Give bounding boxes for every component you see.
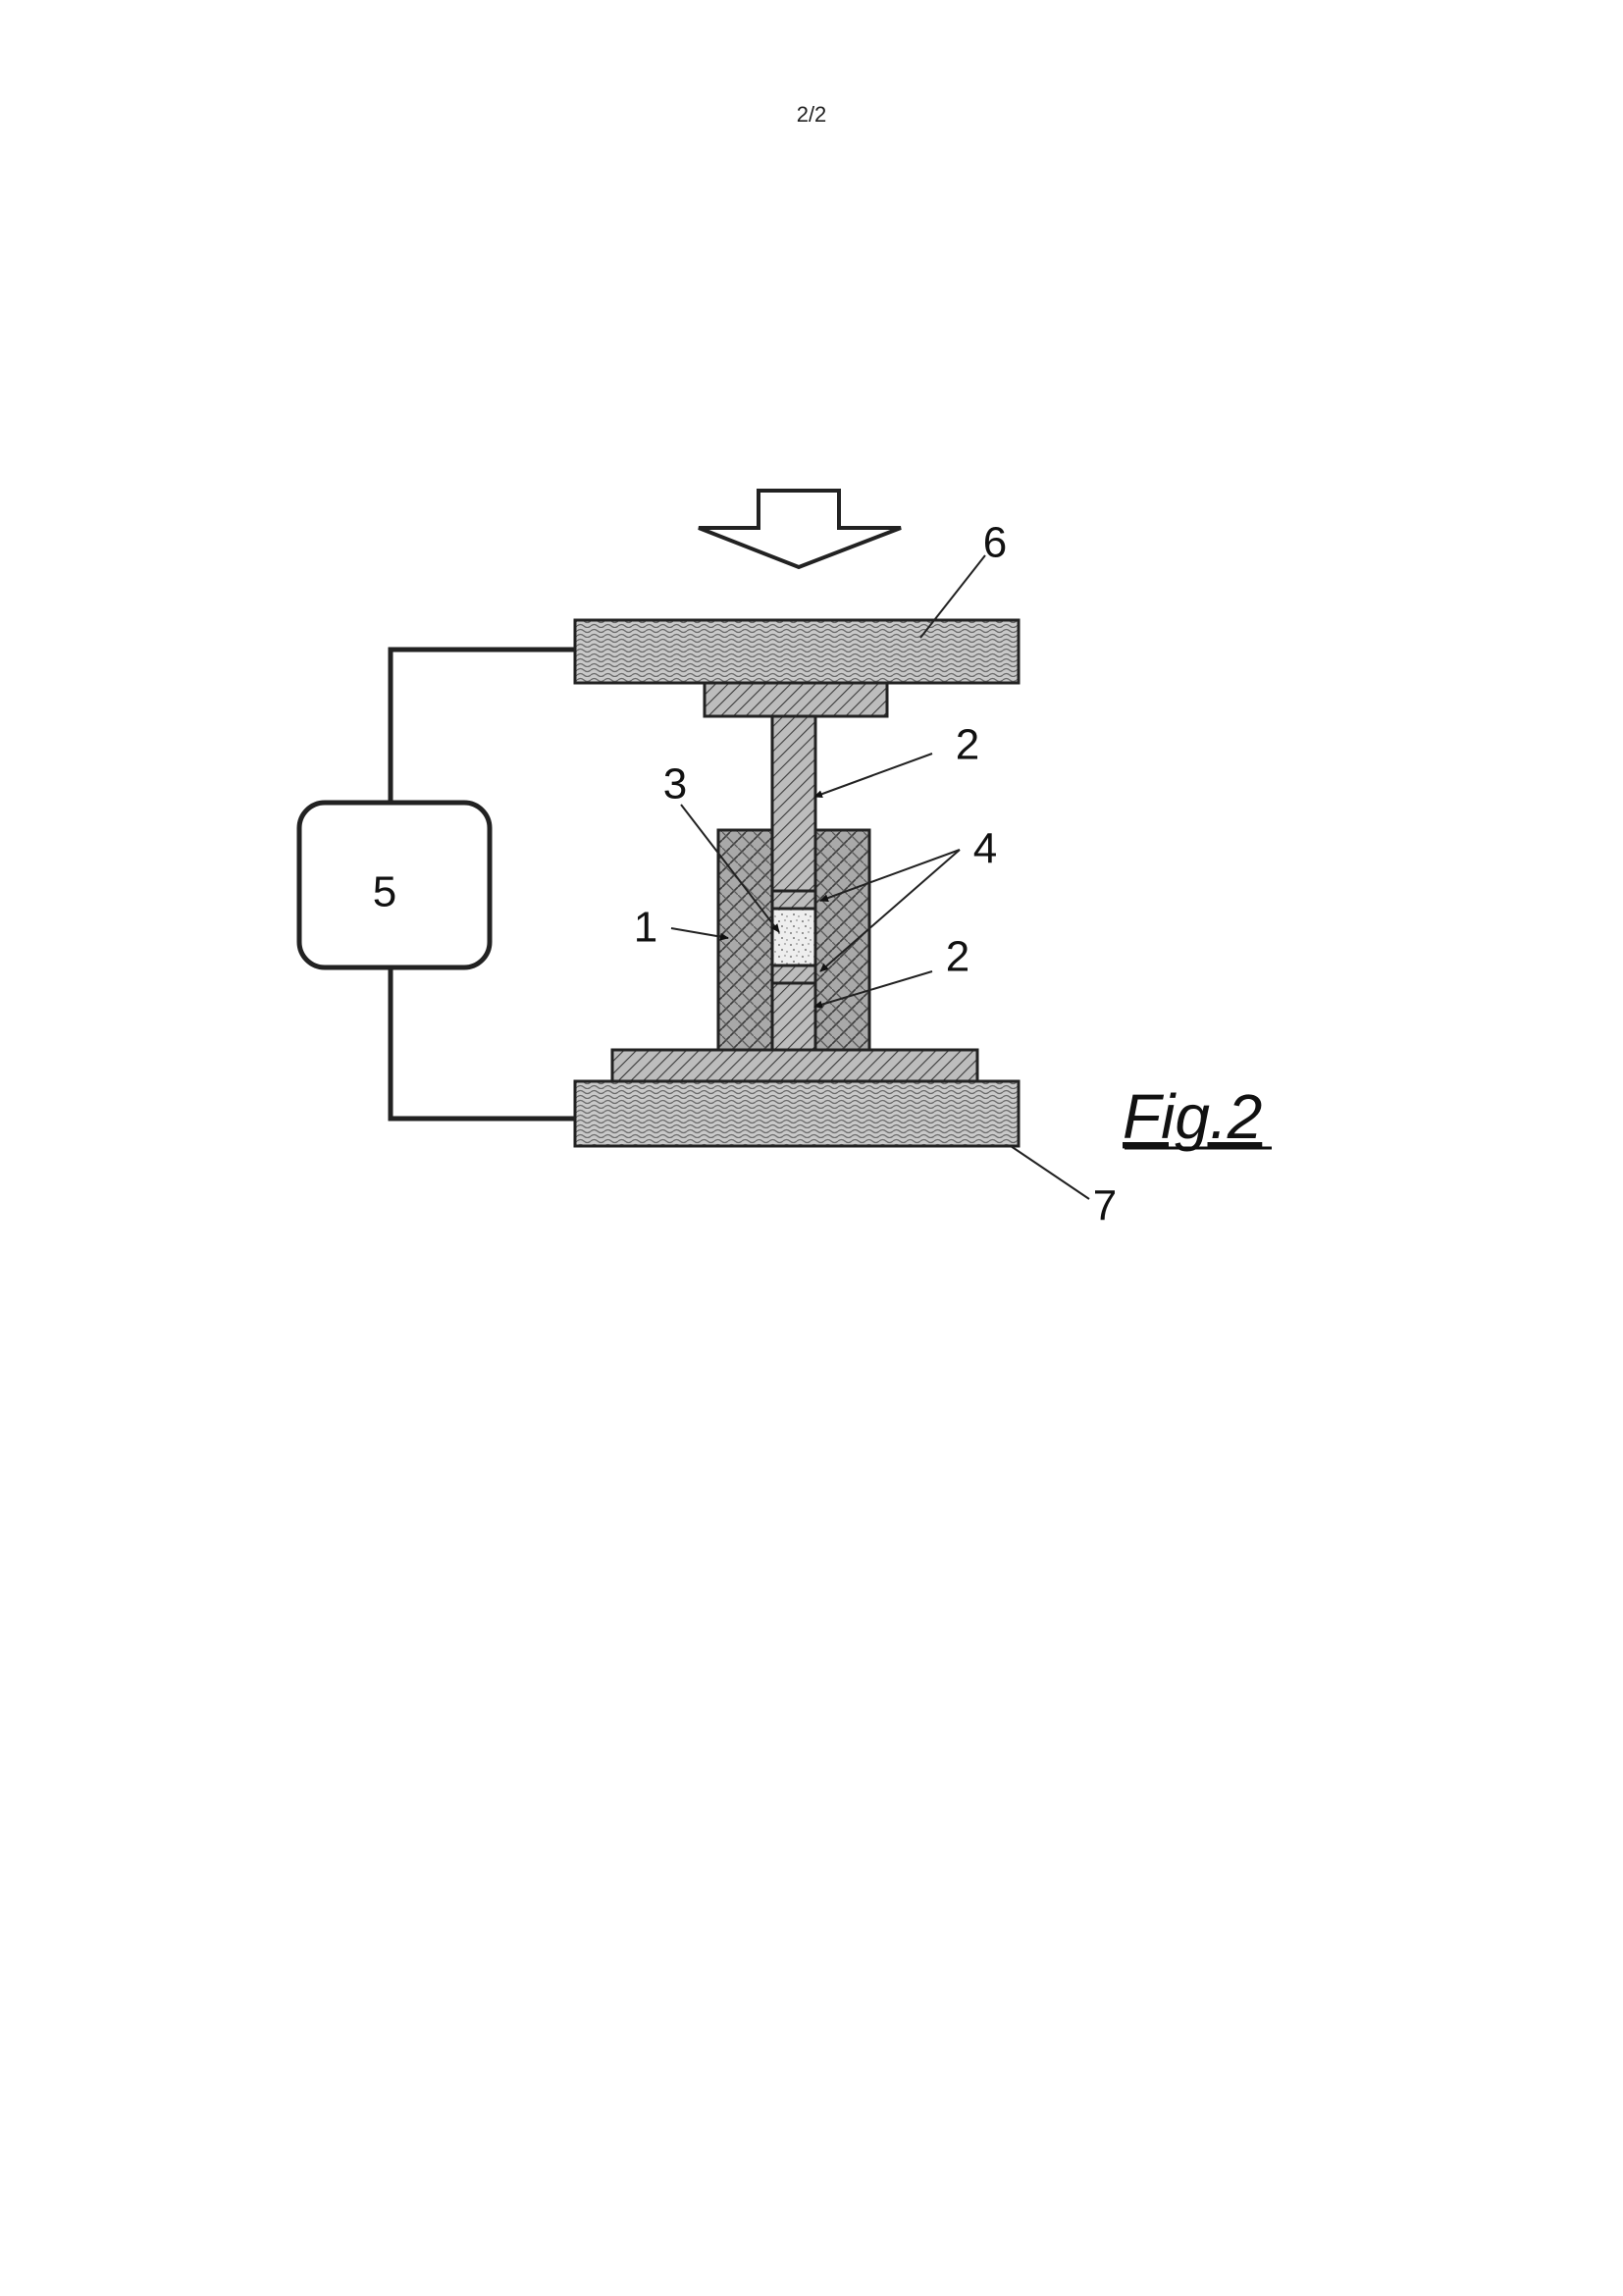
- lower-plate: [610, 1048, 979, 1083]
- upper-spacer: [770, 889, 817, 911]
- leader-line-2-lower: [813, 970, 933, 1009]
- power-supply-box: [296, 800, 493, 970]
- page-number: 2/2: [796, 102, 827, 127]
- lower-punch: [770, 981, 817, 1052]
- sample-powder: [770, 907, 817, 967]
- lower-spacer: [770, 964, 817, 985]
- leader-line-4-lower: [819, 849, 961, 972]
- leader-line-6: [919, 554, 986, 639]
- label-die: 1: [634, 904, 657, 952]
- upper-plate: [703, 681, 889, 718]
- leader-line-7: [1010, 1145, 1090, 1200]
- leader-line-3: [680, 804, 780, 933]
- pressure-arrow-icon: [698, 489, 902, 570]
- leader-line-4-upper: [819, 849, 961, 903]
- figure-caption: Fig.2: [1123, 1081, 1262, 1152]
- label-power-supply: 5: [373, 868, 396, 916]
- label-upper-punch: 2: [956, 721, 979, 769]
- leader-line-2-upper: [813, 753, 933, 799]
- label-lower-punch: 2: [946, 933, 969, 981]
- label-lower-electrode: 7: [1093, 1182, 1117, 1230]
- label-spacers: 4: [973, 825, 997, 873]
- circuit-wire-upper: [388, 647, 575, 803]
- circuit-wire-lower: [388, 967, 575, 1122]
- label-sample: 3: [663, 760, 687, 809]
- leader-line-1: [670, 927, 729, 941]
- upper-electrode: [573, 618, 1021, 685]
- lower-electrode: [573, 1079, 1021, 1148]
- upper-punch: [770, 714, 817, 893]
- label-upper-electrode: 6: [983, 519, 1007, 567]
